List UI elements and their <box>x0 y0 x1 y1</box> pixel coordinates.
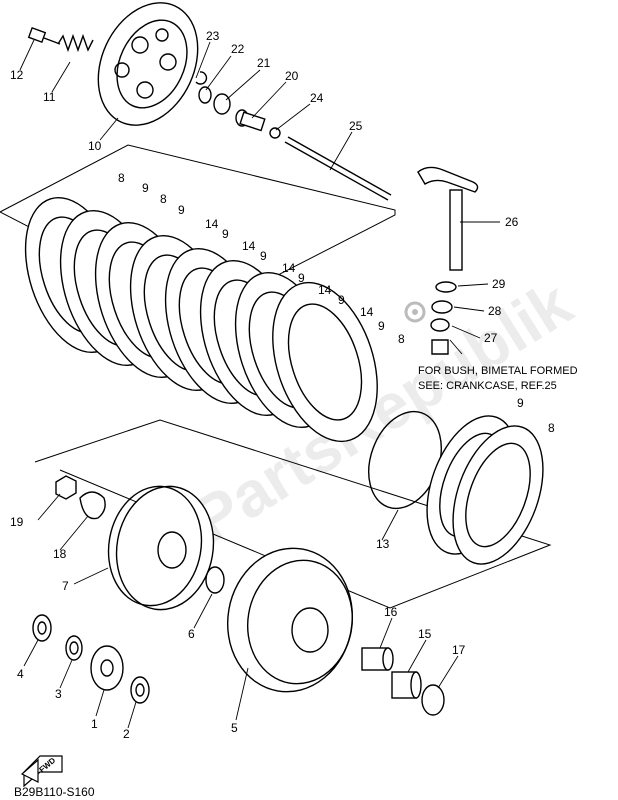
callout-9d: 9 <box>260 249 267 263</box>
drive-gear-1 <box>90 645 124 691</box>
callout-9g: 9 <box>378 319 385 333</box>
callout-14b: 14 <box>242 239 256 253</box>
callout-28: 28 <box>488 304 502 318</box>
callout-14d: 14 <box>318 283 332 297</box>
callout-20: 20 <box>285 69 299 83</box>
clutch-spring <box>57 33 94 53</box>
callout-6: 6 <box>188 627 195 641</box>
diagram-code: B29B110-S160 <box>14 785 95 799</box>
callout-8c: 8 <box>398 332 405 346</box>
needle-bearing <box>391 671 422 699</box>
bearing-21 <box>213 93 231 115</box>
thrust-washer <box>205 566 225 594</box>
callout-25: 25 <box>349 119 363 133</box>
callout-10: 10 <box>88 139 102 153</box>
callout-11: 11 <box>43 90 56 104</box>
callout-8a: 8 <box>118 171 125 185</box>
callout-2: 2 <box>123 727 130 741</box>
washer-17 <box>421 684 445 716</box>
bearing-27 <box>430 318 450 332</box>
note-line-1: FOR BUSH, BIMETAL FORMED <box>418 365 578 377</box>
washer-3 <box>65 635 83 661</box>
callout-14e: 14 <box>360 305 374 319</box>
callout-26: 26 <box>505 215 519 229</box>
callout-1: 1 <box>91 717 98 731</box>
callout-8b: 8 <box>160 192 167 206</box>
callout-19: 19 <box>10 515 24 529</box>
callout-9a: 9 <box>142 181 149 195</box>
callout-14c: 14 <box>282 261 296 275</box>
callout-4: 4 <box>17 667 24 681</box>
callout-21: 21 <box>257 56 271 70</box>
oil-seal-28 <box>431 300 453 314</box>
leader-lines <box>19 39 500 729</box>
callout-7: 7 <box>62 579 69 593</box>
callout-16: 16 <box>384 605 398 619</box>
washer-29 <box>435 281 457 293</box>
callout-12: 12 <box>10 68 24 82</box>
pressure-plate <box>97 2 199 126</box>
callout-9b: 9 <box>178 203 185 217</box>
callout-17: 17 <box>452 643 466 657</box>
bush <box>431 339 449 355</box>
callout-14a: 14 <box>205 217 219 231</box>
callout-3: 3 <box>55 687 62 701</box>
lower-plates <box>426 415 544 565</box>
callout-27: 27 <box>484 331 498 345</box>
sleeve <box>361 647 394 671</box>
washer-22 <box>198 86 212 104</box>
callout-13: 13 <box>376 537 390 551</box>
push-rod-short <box>235 109 266 132</box>
bolt <box>27 27 61 45</box>
callout-22: 22 <box>231 42 245 56</box>
callout-9h: 9 <box>517 396 524 410</box>
gear-watermark-icon <box>404 301 426 323</box>
callout-29: 29 <box>492 277 506 291</box>
nut <box>55 475 77 500</box>
callout-5: 5 <box>231 721 238 735</box>
spacer-4 <box>32 614 52 642</box>
callout-23: 23 <box>206 29 220 43</box>
circlip <box>195 71 208 85</box>
ball <box>269 127 281 139</box>
callout-9c: 9 <box>222 227 229 241</box>
primary-driven-gear <box>107 485 215 611</box>
callout-8d: 8 <box>548 421 555 435</box>
clutch-housing <box>226 547 354 693</box>
push-rod-long <box>284 136 392 201</box>
note-line-2: SEE: CRANKCASE, REF.25 <box>418 380 557 392</box>
callout-9f: 9 <box>338 293 345 307</box>
spacer-2 <box>130 676 150 704</box>
fwd-arrow-icon: FWD <box>20 755 63 788</box>
plate-stack <box>24 196 378 443</box>
lock-washer <box>79 491 106 520</box>
callout-9e: 9 <box>298 271 305 285</box>
callouts: 12 11 10 23 22 21 20 24 25 26 29 28 27 8… <box>10 29 555 741</box>
callout-24: 24 <box>310 91 324 105</box>
push-lever-shaft <box>417 166 479 271</box>
callout-18: 18 <box>53 547 67 561</box>
callout-15: 15 <box>418 627 432 641</box>
